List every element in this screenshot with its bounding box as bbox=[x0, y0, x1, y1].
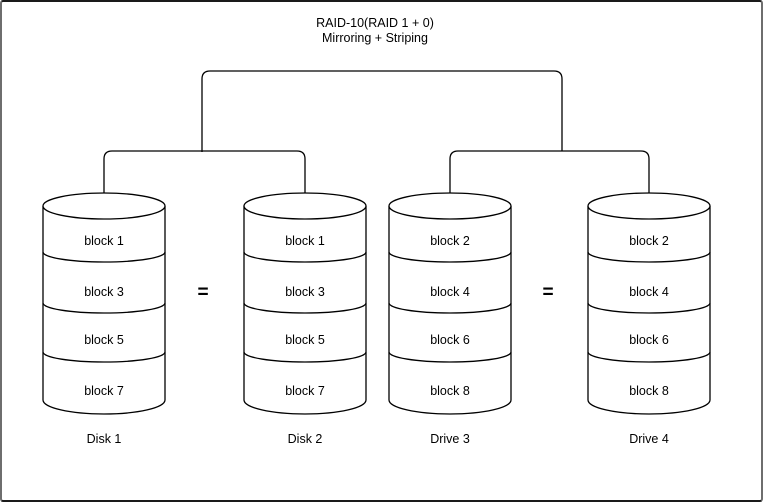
block-label: block 4 bbox=[629, 285, 669, 299]
block-label: block 8 bbox=[430, 384, 470, 398]
disk-unit-3: block 2 block 4 block 6 block 8 Drive 3 bbox=[388, 192, 512, 446]
block-divider bbox=[388, 251, 512, 263]
block-divider bbox=[388, 302, 512, 314]
cylinder-top bbox=[587, 192, 711, 220]
disk-caption: Drive 3 bbox=[430, 432, 470, 446]
block-divider bbox=[42, 302, 166, 314]
block-divider bbox=[243, 351, 367, 363]
diagram-title-line2: Mirroring + Striping bbox=[322, 31, 428, 45]
block-label: block 6 bbox=[430, 333, 470, 347]
block-label: block 1 bbox=[285, 234, 325, 248]
block-label: block 8 bbox=[629, 384, 669, 398]
diagram-title-line1: RAID-10(RAID 1 + 0) bbox=[316, 16, 434, 30]
block-divider bbox=[42, 351, 166, 363]
block-divider bbox=[587, 302, 711, 314]
equals-sign-right-pair: = bbox=[542, 282, 553, 303]
disk-unit-2: block 1 block 3 block 5 block 7 Disk 2 bbox=[243, 192, 367, 446]
disk-unit-4: block 2 block 4 block 6 block 8 Drive 4 bbox=[587, 192, 711, 446]
block-label: block 2 bbox=[629, 234, 669, 248]
block-divider bbox=[587, 351, 711, 363]
cylinder-top bbox=[388, 192, 512, 220]
raid1-left-bracket bbox=[103, 150, 306, 199]
disk-caption: Disk 1 bbox=[87, 432, 122, 446]
disk-caption: Disk 2 bbox=[288, 432, 323, 446]
equals-sign-left-pair: = bbox=[197, 282, 208, 303]
block-divider bbox=[42, 251, 166, 263]
block-divider bbox=[243, 251, 367, 263]
raid0-top-bracket bbox=[201, 70, 563, 152]
block-label: block 4 bbox=[430, 285, 470, 299]
block-divider bbox=[388, 351, 512, 363]
block-label: block 1 bbox=[84, 234, 124, 248]
cylinder-body bbox=[587, 206, 711, 415]
cylinder-body bbox=[42, 206, 166, 415]
block-label: block 2 bbox=[430, 234, 470, 248]
cylinder-top bbox=[243, 192, 367, 220]
block-label: block 6 bbox=[629, 333, 669, 347]
block-label: block 5 bbox=[285, 333, 325, 347]
cylinder-top bbox=[42, 192, 166, 220]
disk-unit-1: block 1 block 3 block 5 block 7 Disk 1 bbox=[42, 192, 166, 446]
block-label: block 3 bbox=[84, 285, 124, 299]
cylinder-body bbox=[388, 206, 512, 415]
block-label: block 3 bbox=[285, 285, 325, 299]
block-label: block 5 bbox=[84, 333, 124, 347]
block-label: block 7 bbox=[285, 384, 325, 398]
block-divider bbox=[243, 302, 367, 314]
block-label: block 7 bbox=[84, 384, 124, 398]
cylinder-body bbox=[243, 206, 367, 415]
raid1-right-bracket bbox=[449, 150, 650, 199]
block-divider bbox=[587, 251, 711, 263]
disk-caption: Drive 4 bbox=[629, 432, 669, 446]
